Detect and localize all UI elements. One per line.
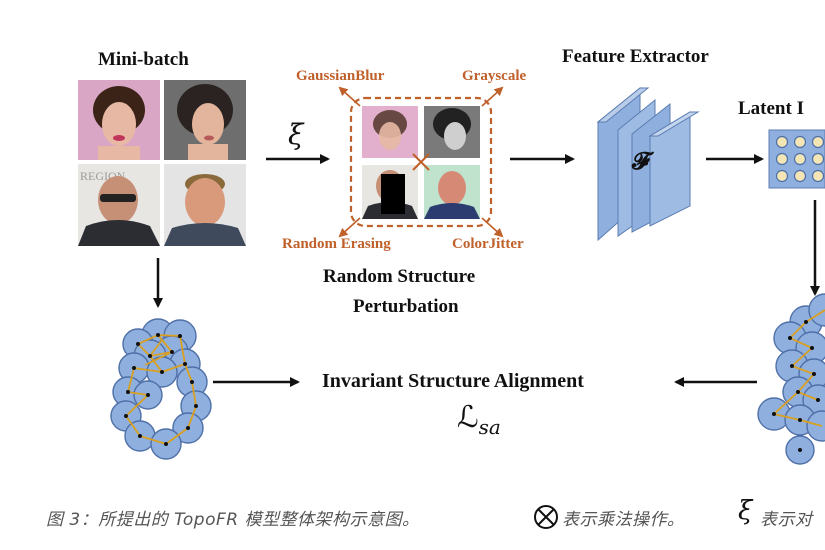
alignment-loss: ℒsa — [457, 400, 501, 439]
feature-extractor-block — [596, 86, 700, 242]
label-grayscale: Grayscale — [462, 68, 527, 84]
perturbed-face-blur — [362, 106, 418, 158]
otimes-icon — [534, 505, 558, 529]
loss-subscript: sa — [478, 415, 501, 439]
perturbed-face-colorjitter — [424, 165, 480, 219]
feature-extractor-title: Feature Extractor — [562, 46, 709, 67]
loss-symbol: ℒ — [457, 400, 479, 435]
perturbed-face-erasing — [362, 165, 418, 219]
face-image-1 — [78, 80, 160, 160]
caption-part3: 表示对 — [760, 510, 813, 530]
label-gaussianblur: GaussianBlur — [296, 68, 385, 84]
caption-xi-icon: ξ — [738, 496, 753, 526]
caption-part2: 表示乘法操作。 — [562, 510, 685, 530]
face-image-4 — [164, 164, 246, 246]
perturbed-face-grayscale — [424, 106, 480, 158]
face-image-3: REGION — [78, 164, 160, 246]
alignment-title: Invariant Structure Alignment — [322, 370, 584, 392]
right-structure-graph — [757, 293, 825, 465]
caption-part1: 图 3：所提出的 TopoFR 模型整体架构示意图。 — [46, 510, 420, 530]
perturb-title-line1: Random Structure — [323, 266, 476, 287]
xi-symbol: ξ — [288, 118, 304, 151]
minibatch-title: Mini-batch — [98, 49, 189, 70]
feature-extractor-symbol: 𝓕 — [632, 146, 650, 175]
perturb-dashed-box — [349, 96, 493, 228]
latent-grid — [768, 129, 825, 189]
face-image-2 — [164, 80, 246, 160]
perturb-title-line2: Perturbation — [353, 296, 459, 317]
label-colorjitter: ColorJitter — [452, 236, 524, 252]
label-random-erasing: Random Erasing — [282, 236, 391, 252]
latent-title: Latent I — [738, 98, 804, 119]
